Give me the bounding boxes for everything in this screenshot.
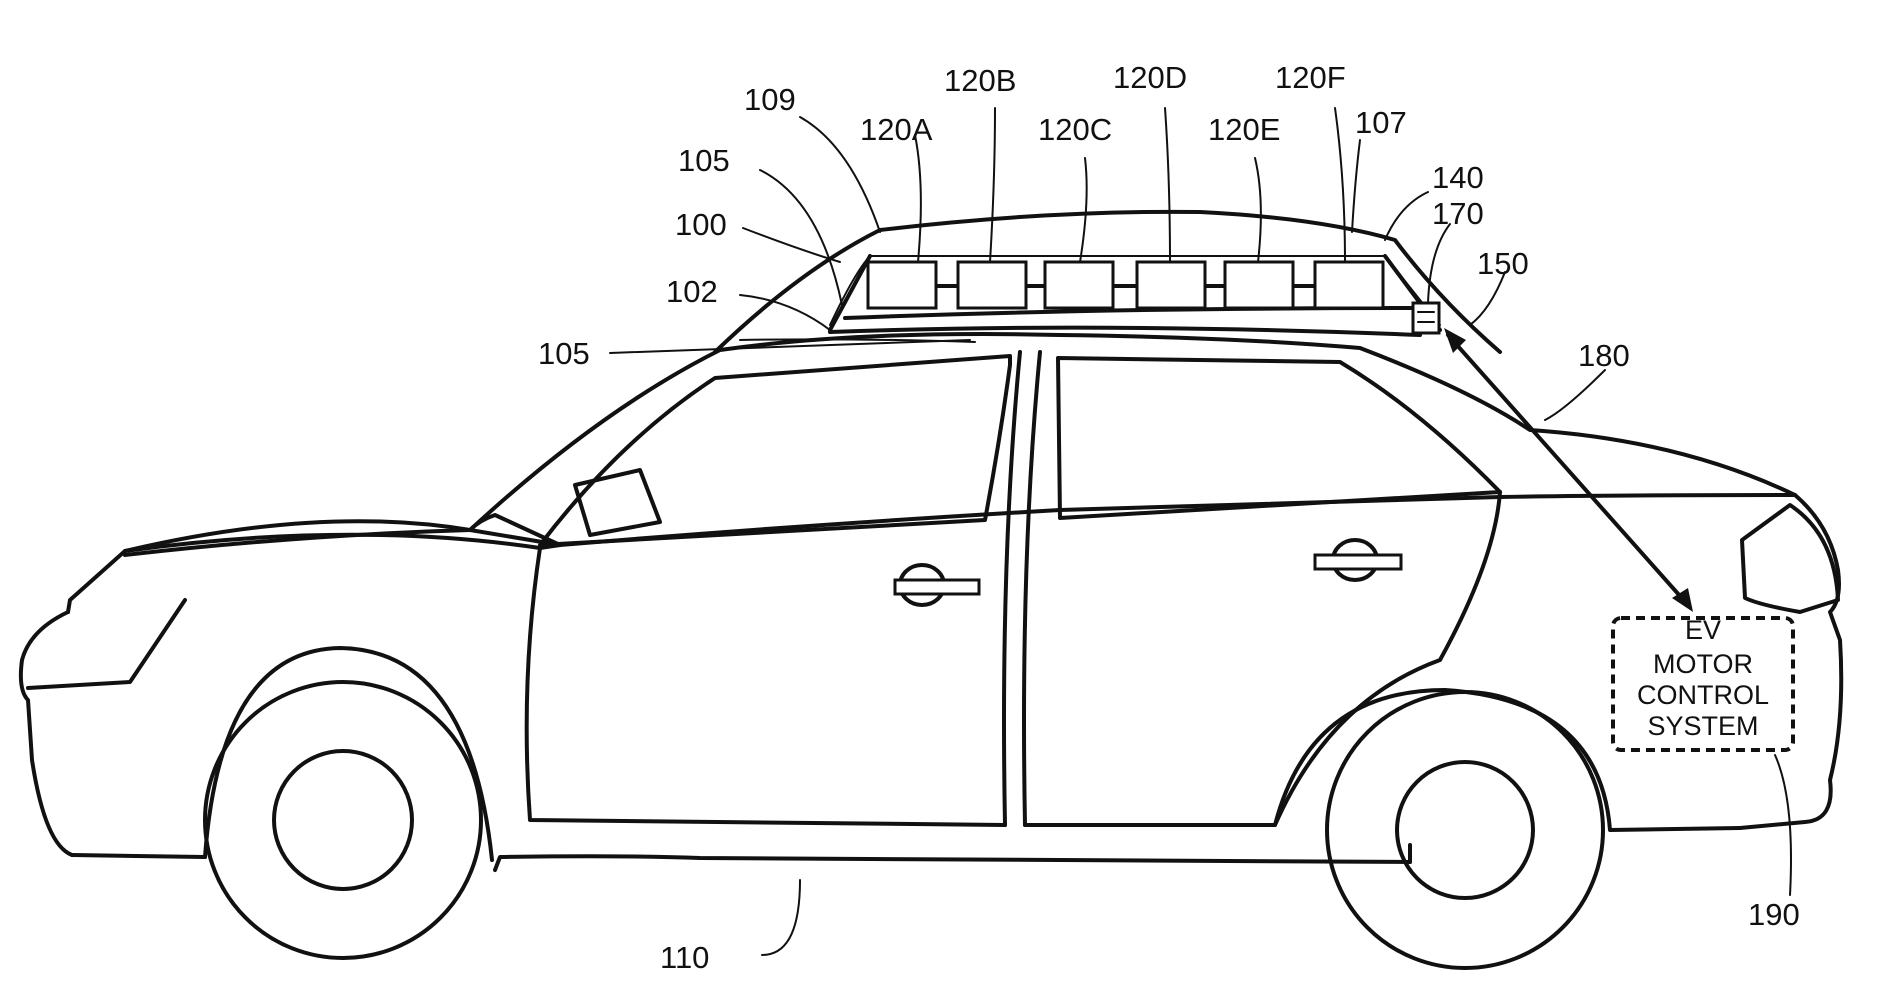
motor-box-line-1: EV: [1685, 615, 1721, 645]
label-120a: 120A: [860, 112, 933, 147]
label-120f: 120F: [1275, 60, 1346, 95]
motor-box-line-3: CONTROL: [1637, 680, 1769, 710]
label-120c: 120C: [1038, 112, 1112, 147]
front-wheel: [205, 648, 492, 958]
roof-frame-system: [715, 212, 1693, 612]
label-120e: 120E: [1208, 112, 1280, 147]
label-107: 107: [1355, 105, 1407, 140]
panel-120f: [1315, 262, 1383, 308]
label-100: 100: [675, 207, 727, 242]
label-120d: 120D: [1113, 60, 1187, 95]
label-150: 150: [1477, 246, 1529, 281]
side-mirror: [575, 470, 660, 535]
label-110: 110: [660, 940, 709, 975]
rear-side-window: [1058, 358, 1500, 518]
label-120b: 120B: [944, 63, 1016, 98]
label-109: 109: [744, 82, 796, 117]
controller-box: [1413, 303, 1439, 333]
panel-120b: [958, 262, 1026, 308]
label-105-mid: 105: [538, 336, 590, 371]
motor-box-line-2: MOTOR: [1653, 649, 1753, 679]
windows: [470, 356, 1500, 545]
label-102: 102: [666, 274, 718, 309]
label-190: 190: [1748, 897, 1800, 932]
panel-120e: [1225, 262, 1293, 308]
panel-120c: [1045, 262, 1113, 308]
label-140: 140: [1432, 160, 1484, 195]
panel-120a: [868, 262, 936, 308]
rear-door-handle: [1315, 540, 1401, 580]
label-180: 180: [1578, 338, 1630, 373]
label-170: 170: [1432, 196, 1484, 231]
front-door-handle: [895, 565, 979, 605]
doors: [527, 352, 1500, 825]
label-105-top: 105: [678, 143, 730, 178]
motor-box-line-4: SYSTEM: [1647, 711, 1758, 741]
ev-motor-control-system: EV MOTOR CONTROL SYSTEM: [1613, 615, 1793, 750]
panel-120d: [1137, 262, 1205, 308]
